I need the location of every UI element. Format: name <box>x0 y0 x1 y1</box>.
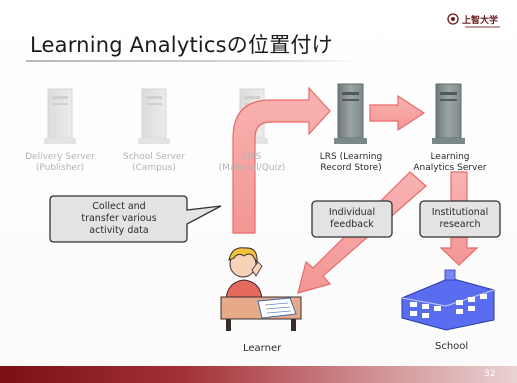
page-number: 32 <box>484 369 496 379</box>
individual-line2: feedback <box>330 219 374 230</box>
individual-feedback-text: Individual feedback <box>312 201 392 237</box>
lrs-to-analytics-arrow-icon <box>369 94 426 132</box>
logo-subline <box>465 26 500 28</box>
institutional-line2: research <box>439 219 481 230</box>
title-underline <box>26 60 366 62</box>
institutional-line1: Institutional <box>431 207 489 218</box>
institutional-research-box <box>419 200 501 238</box>
server-icon-school <box>138 88 170 144</box>
school-label: School <box>435 341 469 352</box>
collect-line3: activity data <box>89 225 149 236</box>
crest-icon <box>447 13 459 25</box>
server-icon-lrs <box>334 83 367 144</box>
server-label-school: School Server (Campus) <box>118 152 190 174</box>
learner-icon <box>220 247 302 331</box>
server-label-lrs-line1: LRS (Learning <box>319 152 383 162</box>
server-label-lrs: LRS (Learning Record Store) <box>316 152 386 174</box>
server-label-delivery-line1: Delivery Server <box>25 152 95 162</box>
collect-callout-text: Collect and transfer various activity da… <box>52 198 186 240</box>
server-label-delivery: Delivery Server (Publisher) <box>22 152 98 174</box>
collect-line2: transfer various <box>81 213 157 224</box>
institutional-research-text: Institutional research <box>420 201 500 237</box>
server-label-school-line1: School Server <box>122 152 186 162</box>
server-label-lms-line2: (Material/Quiz) <box>218 163 286 173</box>
server-label-lms-line1: LMS <box>242 152 262 162</box>
individual-feedback-box <box>311 200 393 238</box>
collect-line1: Collect and <box>92 201 146 212</box>
server-label-school-line2: (Campus) <box>132 163 176 173</box>
logo-text: 上智大学 <box>462 16 499 26</box>
server-label-delivery-line2: (Publisher) <box>35 163 85 173</box>
server-label-analytics: Learning Analytics Server <box>410 152 490 174</box>
server-label-lms: LMS (Material/Quiz) <box>216 152 288 174</box>
server-icon-analytics <box>432 83 465 144</box>
server-label-analytics-line1: Learning <box>430 152 470 162</box>
individual-line1: Individual <box>328 207 376 218</box>
server-label-lrs-line2: Record Store) <box>320 163 382 173</box>
collect-callout-bubble <box>49 195 222 243</box>
collect-arrow-icon <box>232 86 331 234</box>
server-label-analytics-line2: Analytics Server <box>413 163 487 173</box>
university-logo: 上智大学 <box>447 13 505 35</box>
footer-bar <box>0 366 517 383</box>
slide-title: Learning Analyticsの位置付け <box>30 33 333 57</box>
learner-label: Learner <box>243 343 282 354</box>
server-icon-delivery <box>44 88 76 144</box>
school-building-icon <box>401 269 495 331</box>
